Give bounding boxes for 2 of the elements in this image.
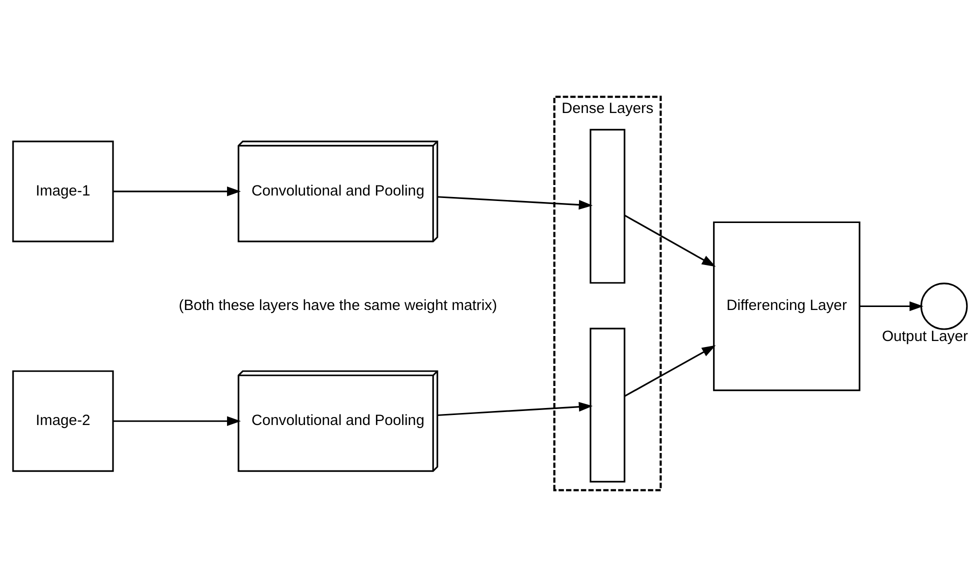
label: (Both these layers have the same weight matrix) xyxy=(178,298,498,314)
node-label: Output Layer xyxy=(882,329,968,346)
